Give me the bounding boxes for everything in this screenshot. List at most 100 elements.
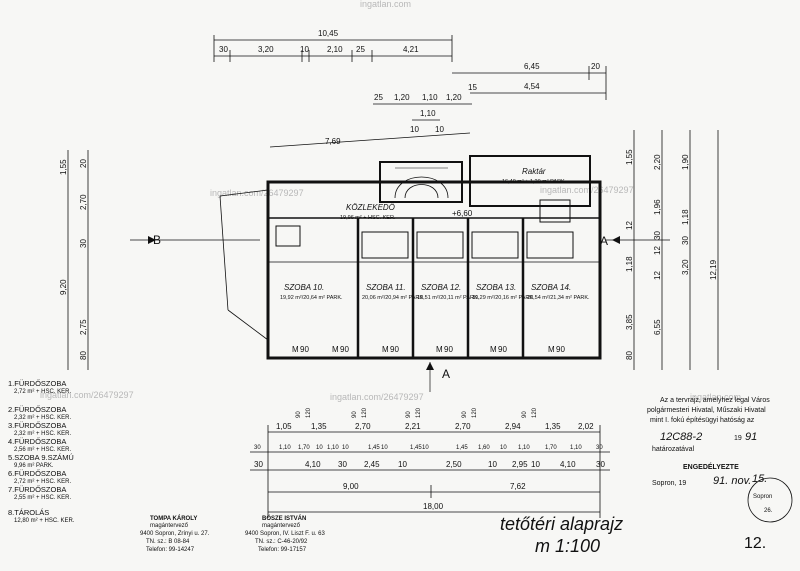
dim-top-right-a: 6,45 — [524, 62, 540, 71]
legend-area-3: 2,32 m² + HSC. KER. — [14, 431, 72, 437]
opening-90-4: 90 — [444, 345, 453, 354]
dim-b3-1: 4,10 — [305, 460, 321, 469]
approval-title: ENGEDÉLYEZTE — [683, 462, 739, 471]
legend-label-5: 5.SZOBA 9.SZÁMÚ — [8, 453, 74, 462]
dim-right1-f: 12 — [653, 246, 662, 255]
dim-top-right-c: 4,54 — [524, 82, 540, 91]
designer-1-address: 9400 Sopron, Zrínyi u. 27. — [140, 531, 210, 537]
dim-top-c: 10 — [300, 45, 309, 54]
section-mark-b: B — [153, 233, 161, 247]
bottom-dimension-chains: 1,05 1,35 2,70 2,21 2,70 2,94 1,35 2,02 … — [250, 422, 610, 518]
room-name-13: SZOBA 13. — [476, 283, 516, 292]
dim-b3-2: 30 — [338, 460, 347, 469]
window-height-labels: 90 120 90 120 90 120 90 120 90 120 — [296, 407, 538, 418]
approval-line-2: polgármesteri Hivatal, Műszaki Hivatal — [647, 407, 766, 414]
dim-right1-a: 1,55 — [625, 149, 634, 165]
dim-right2-a: 1,90 — [681, 154, 690, 170]
dim-b2-15: 1,10 — [570, 445, 582, 451]
opening-90-5: 90 — [498, 345, 507, 354]
legend-area-4: 2,56 m² + HSC. KER. — [14, 447, 72, 453]
win-h-9: 90 — [522, 411, 528, 418]
legend-label-4: 4.FÜRDŐSZOBA — [8, 437, 66, 446]
room-name-12: SZOBA 12. — [421, 283, 461, 292]
building-walls — [130, 155, 670, 392]
room-area-storage: 16,40 m² + 1,20 m² PARK. — [502, 179, 567, 185]
dim-top-b: 3,20 — [258, 45, 274, 54]
dim-right2-h: 12,19 — [709, 259, 718, 280]
dim-b1-c: 2,70 — [355, 422, 371, 431]
room-area-corridor: 19,96 m² + HSC. KER. — [340, 215, 396, 221]
room-area-11: 20,06 m²/20,94 m² PARK. — [362, 295, 425, 301]
dim-b3-6: 10 — [488, 460, 497, 469]
approval-block: Az a tervrajz, amelyhez legal Város polg… — [647, 397, 793, 523]
win-h-3: 90 — [352, 411, 358, 418]
opening-m-5: M — [490, 345, 497, 354]
room-area-12: 19,51 m²/20,11 m² PARK. — [417, 295, 480, 301]
dim-b2-10: 1,45 — [456, 445, 468, 451]
room-legend: 1.FÜRDŐSZOBA 2,72 m² + HSC. KER. 2.FÜRDŐ… — [8, 379, 75, 524]
approval-number: 12C88-2 — [660, 431, 702, 443]
win-h-6: 120 — [416, 407, 422, 418]
dim-left-f: 80 — [79, 351, 88, 360]
dim-b2-13: 1,10 — [518, 445, 530, 451]
dim-b2-9: 10 — [422, 445, 429, 451]
dim-b4-left: 9,00 — [343, 482, 359, 491]
dim-left-e: 2,75 — [79, 319, 88, 335]
dim-small-a: 1,10 — [420, 109, 436, 118]
level-mark: +6,60 — [452, 209, 473, 218]
designer-2-phone: Telefon: 99-17157 — [258, 547, 307, 553]
dim-b1-g: 1,35 — [545, 422, 561, 431]
dim-b5-total: 18,00 — [423, 502, 444, 511]
title-block: tetőtéri alaprajz m 1:100 12. — [500, 514, 766, 556]
designer-block-1: TOMPA KÁROLY magántervező 9400 Sopron, Z… — [140, 515, 210, 553]
dim-right1-b: 2,20 — [653, 154, 662, 170]
legend-area-1: 2,72 m² + HSC. KER. — [14, 389, 72, 395]
approval-date: 91. nov. — [713, 475, 751, 487]
drawing-title: tetőtéri alaprajz — [500, 514, 623, 534]
legend-area-5: 9,96 m² PARK. — [14, 463, 54, 469]
win-h-1: 90 — [296, 411, 302, 418]
dim-b2-2: 1,70 — [298, 445, 310, 451]
dim-b2-6: 1,45 — [368, 445, 380, 451]
designer-2-role: magántervező — [262, 523, 301, 529]
dim-b1-a: 1,05 — [276, 422, 292, 431]
dim-right2-c: 12 — [653, 271, 662, 280]
watermark-top: ingatlan.com — [360, 0, 411, 9]
approval-place: Sopron, 19 — [652, 480, 686, 487]
dim-top-f: 4,21 — [403, 45, 419, 54]
room-area-13: 19,29 m²/20,16 m² PARK. — [472, 295, 535, 301]
dim-b4-right: 7,62 — [510, 482, 526, 491]
dim-b2-12: 10 — [500, 445, 507, 451]
dim-top-e: 25 — [356, 45, 365, 54]
opening-90-6: 90 — [556, 345, 565, 354]
room-name-corridor: KÖZLEKEDŐ — [346, 203, 395, 212]
win-h-8: 120 — [472, 407, 478, 418]
left-vertical-dimensions: 1,55 2,70 30 9,20 2,75 80 20 — [59, 150, 89, 370]
section-mark-a-right: A — [600, 234, 608, 248]
approval-stamp-text: Sopron — [753, 494, 772, 500]
opening-m-1: M — [292, 345, 299, 354]
win-h-5: 90 — [406, 411, 412, 418]
dim-top-a: 30 — [219, 45, 228, 54]
dim-b2-14: 1,70 — [545, 445, 557, 451]
dim-b2-7: 10 — [381, 445, 388, 451]
room-name-14: SZOBA 14. — [531, 283, 571, 292]
dim-left-d: 9,20 — [59, 279, 68, 295]
designer-2-reg: TN. sz.: C-46-20/92 — [255, 539, 308, 545]
opening-m-6: M — [548, 345, 555, 354]
designer-1-phone: Telefon: 99-14247 — [146, 547, 195, 553]
dim-right1-h: 80 — [625, 351, 634, 360]
dim-b2-11: 1,60 — [478, 445, 490, 451]
dim-left-g: 20 — [79, 159, 88, 168]
legend-label-8: 8.TÁROLÁS — [8, 508, 49, 517]
room-name-storage: Raktár — [522, 167, 546, 176]
dim-b1-h: 2,02 — [578, 422, 594, 431]
legend-area-7: 2,55 m² + HSC. KER. — [14, 495, 72, 501]
watermark-center: ingatlan.com/26479297 — [330, 392, 424, 402]
win-h-4: 120 — [362, 407, 368, 418]
win-h-2: 120 — [306, 407, 312, 418]
dim-b2-0: 30 — [254, 445, 261, 451]
approval-year-prefix: 19 — [734, 435, 742, 442]
designer-block-2: BÖSZE ISTVÁN magántervező 9400 Sopron, I… — [245, 515, 325, 553]
